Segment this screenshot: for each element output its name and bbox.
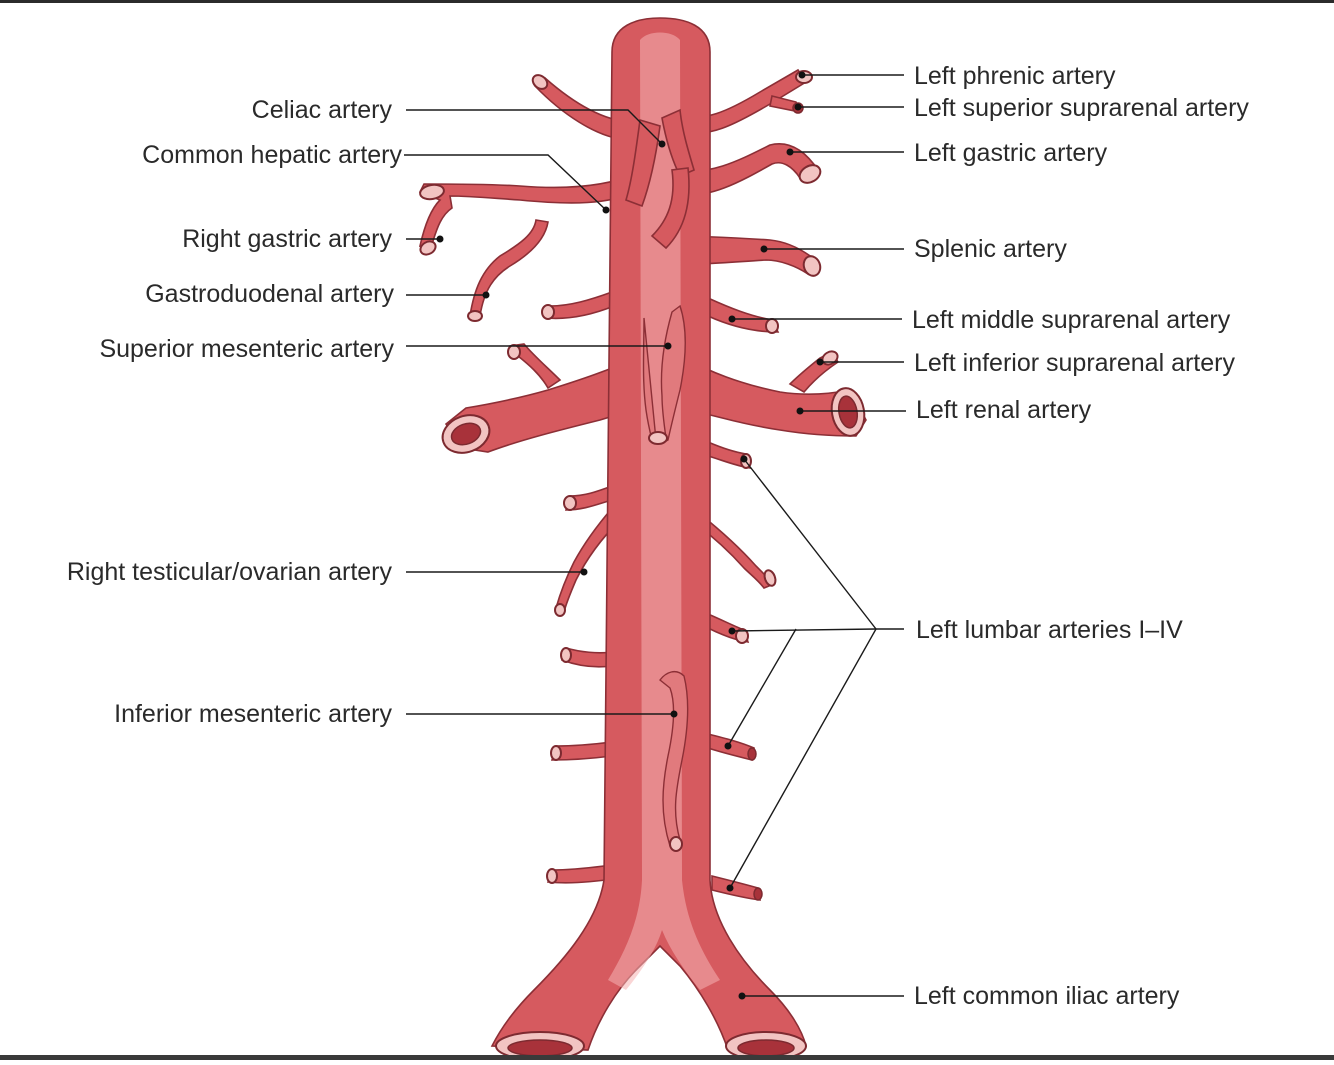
leader-gastroduodenal-dot bbox=[483, 292, 490, 299]
leader-right-testicular-dot bbox=[581, 569, 588, 576]
left-iliac-inner bbox=[738, 1040, 794, 1056]
leader-left-lumbar-2 bbox=[732, 629, 876, 631]
label-gastroduodenal-artery: Gastroduodenal artery bbox=[145, 280, 394, 308]
leader-left-lumbar-4-dot bbox=[727, 885, 734, 892]
label-left-common-iliac-artery: Left common iliac artery bbox=[914, 982, 1180, 1010]
bottom-border bbox=[0, 1055, 1334, 1060]
lumbar-left-4-lumen bbox=[754, 888, 762, 900]
label-common-hepatic-artery: Common hepatic artery bbox=[142, 141, 402, 169]
leader-common-hepatic-dot bbox=[603, 207, 610, 214]
leader-left-middle-suprarenal-dot bbox=[729, 316, 736, 323]
gastroduodenal-branch bbox=[470, 220, 548, 316]
right-testicular-lumen bbox=[555, 604, 565, 616]
left-middle-suprarenal-lumen bbox=[766, 319, 778, 333]
leader-left-renal-dot bbox=[797, 408, 804, 415]
leader-superior-mesenteric-dot bbox=[665, 343, 672, 350]
leader-left-inferior-suprarenal-dot bbox=[817, 359, 824, 366]
label-splenic-artery: Splenic artery bbox=[914, 235, 1067, 263]
superior-mesenteric-lumen bbox=[649, 432, 667, 444]
label-left-superior-suprarenal-artery: Left superior suprarenal artery bbox=[914, 94, 1249, 122]
leader-left-gastric-dot bbox=[787, 149, 794, 156]
leader-left-lumbar-2-dot bbox=[729, 628, 736, 635]
leader-left-lumbar-1 bbox=[744, 459, 876, 629]
label-left-phrenic-artery: Left phrenic artery bbox=[914, 62, 1116, 90]
leader-left-phrenic-dot bbox=[799, 72, 806, 79]
leader-inferior-mesenteric-dot bbox=[671, 711, 678, 718]
top-border bbox=[0, 0, 1334, 3]
leader-left-superior-suprarenal-dot bbox=[795, 104, 802, 111]
lumbar-right-1-lumen bbox=[564, 496, 576, 510]
leader-left-lumbar-3-dot bbox=[725, 743, 732, 750]
label-left-inferior-suprarenal-artery: Left inferior suprarenal artery bbox=[914, 349, 1235, 377]
leader-left-lumbar-1-dot bbox=[741, 456, 748, 463]
label-left-middle-suprarenal-artery: Left middle suprarenal artery bbox=[912, 306, 1231, 334]
right-middle-suprarenal-branch bbox=[546, 292, 614, 318]
right-iliac-inner bbox=[508, 1040, 572, 1056]
leader-left-lumbar-3 bbox=[728, 629, 796, 746]
right-inferior-suprarenal-lumen bbox=[508, 345, 520, 359]
leader-left-common-iliac-dot bbox=[739, 993, 746, 1000]
leader-splenic-dot bbox=[761, 246, 768, 253]
aorta-illustration bbox=[418, 18, 868, 1060]
right-middle-suprarenal-lumen bbox=[542, 305, 554, 319]
label-inferior-mesenteric-artery: Inferior mesenteric artery bbox=[114, 700, 392, 728]
label-left-lumbar-arteries: Left lumbar arteries I–IV bbox=[916, 616, 1183, 644]
lumbar-right-2-lumen bbox=[561, 648, 571, 662]
lumbar-right-3-lumen bbox=[551, 746, 561, 760]
lumbar-left-4 bbox=[712, 876, 760, 900]
leader-celiac-dot bbox=[659, 141, 666, 148]
label-right-gastric-artery: Right gastric artery bbox=[182, 225, 392, 253]
gastroduodenal-lumen bbox=[468, 311, 482, 321]
label-left-renal-artery: Left renal artery bbox=[916, 396, 1092, 424]
leader-right-gastric-dot bbox=[437, 236, 444, 243]
label-left-gastric-artery: Left gastric artery bbox=[914, 139, 1108, 167]
label-celiac-artery: Celiac artery bbox=[252, 96, 393, 124]
inferior-mesenteric-lumen bbox=[670, 837, 682, 851]
lumbar-right-4-lumen bbox=[547, 869, 557, 883]
label-right-testicular-ovarian-artery: Right testicular/ovarian artery bbox=[67, 558, 393, 586]
lumbar-left-3-lumen bbox=[748, 748, 756, 760]
label-superior-mesenteric-artery: Superior mesenteric artery bbox=[99, 335, 394, 363]
